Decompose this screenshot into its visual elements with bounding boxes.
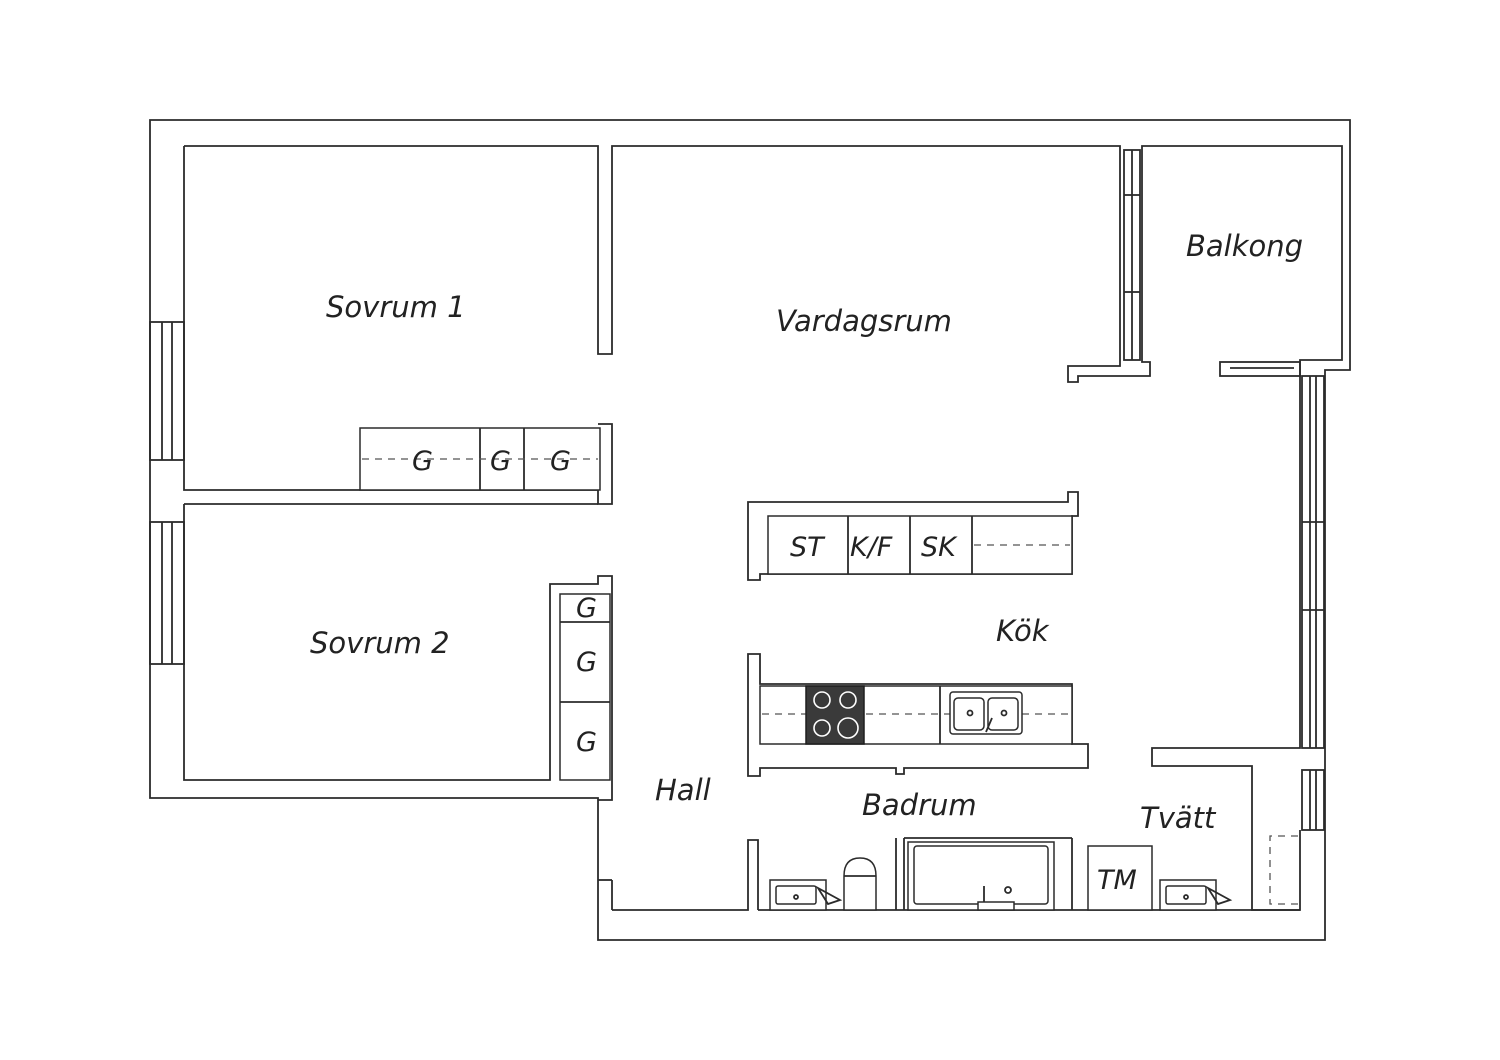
room-balkong	[1123, 149, 1301, 377]
wardrobe-label: G	[550, 446, 571, 477]
stove-label: ST	[790, 532, 826, 563]
bathtub-icon	[907, 841, 1055, 911]
label-kok: Kök	[996, 614, 1050, 648]
kitchen-upper-counter	[747, 491, 1079, 581]
outer-walls	[149, 119, 1351, 941]
washbasin-icon	[769, 879, 843, 911]
fridge-freezer-label: K/F	[850, 532, 893, 563]
wardrobe-row-1	[359, 427, 601, 491]
label-vardagsrum: Vardagsrum	[776, 304, 952, 338]
room-sovrum-1	[149, 146, 613, 505]
label-sovrum-1: Sovrum 1	[326, 290, 466, 324]
sink-icon	[949, 691, 1023, 735]
tumble-dryer	[1087, 845, 1153, 911]
label-balkong: Balkong	[1186, 229, 1303, 263]
room-sovrum-2	[149, 503, 613, 801]
label-tvatt: Tvätt	[1140, 801, 1217, 835]
wardrobe-label: G	[576, 727, 597, 758]
laundry-basin-icon	[1159, 879, 1233, 911]
wardrobe-column-2	[559, 593, 611, 781]
cabinet-label: SK	[921, 532, 958, 563]
bathroom	[598, 835, 1300, 911]
toilet-icon	[843, 857, 877, 911]
wardrobe-label: G	[490, 446, 511, 477]
label-sovrum-2: Sovrum 2	[310, 626, 450, 660]
label-badrum: Badrum	[862, 788, 977, 822]
wardrobe-label: G	[412, 446, 433, 477]
room-labels: Sovrum 1 Sovrum 2 Vardagsrum Balkong Kök…	[310, 229, 1303, 835]
kitchen-lower-counter	[747, 653, 1089, 777]
wardrobe-label: G	[576, 647, 597, 678]
east-windows	[1301, 375, 1325, 831]
label-hall: Hall	[655, 773, 711, 807]
wardrobe-label: G	[576, 593, 597, 624]
tumble-dryer-label: TM	[1097, 865, 1137, 896]
fixture-labels: G G G G G G ST K/F SK TM	[412, 446, 1137, 896]
